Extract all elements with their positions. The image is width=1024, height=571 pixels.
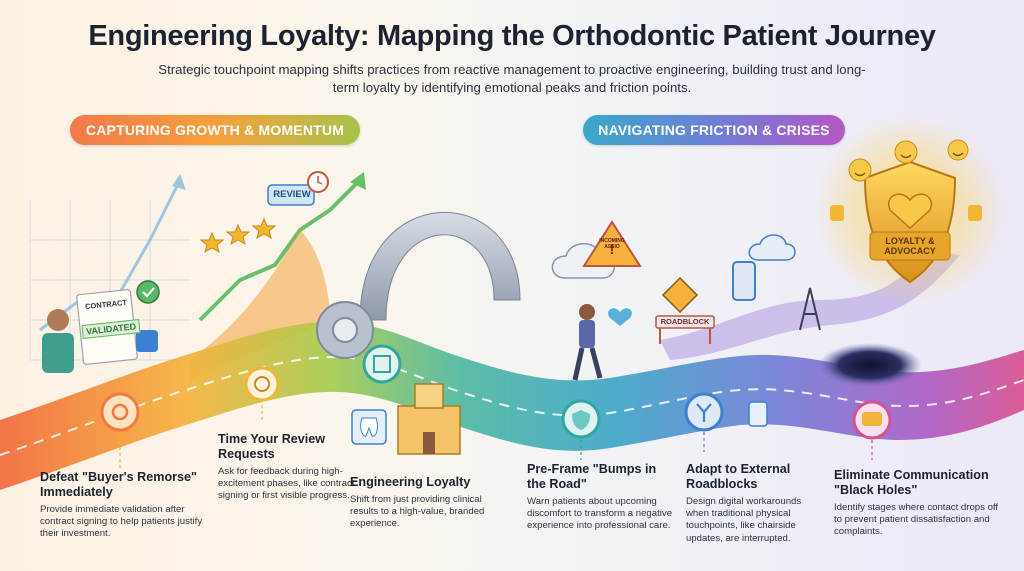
growth-ribbon <box>190 230 330 380</box>
stage-heading: Eliminate Communication "Black Holes" <box>834 468 989 497</box>
roadblock-icon <box>655 315 715 344</box>
cloud-sync-icon <box>748 234 796 261</box>
stage-review-requests: Time Your Review Requests Ask for feedba… <box>218 432 358 503</box>
journey-road <box>0 321 1024 490</box>
thumbs-up-icon <box>830 205 982 221</box>
rating-stars-icon <box>199 217 277 254</box>
person-with-contract-icon <box>42 309 74 373</box>
stage-marker-3 <box>362 344 402 384</box>
warning-label: INCOMING ASSIO <box>599 238 625 250</box>
warning-sign-icon <box>582 220 642 267</box>
shield-label: LOYALTY & ADVOCACY <box>884 236 936 256</box>
stage-buyers-remorse: Defeat "Buyer's Remorse" Immediately Pro… <box>40 470 210 541</box>
person-walking-icon <box>572 304 603 381</box>
roadblock-label: ROADBLOCK <box>660 317 710 326</box>
bridge-arch <box>359 211 521 321</box>
stage-marker-6 <box>852 400 892 460</box>
stage-pre-frame: Pre-Frame "Bumps in the Road" Warn patie… <box>527 462 677 533</box>
section-label-friction: NAVIGATING FRICTION & CRISES <box>583 115 845 145</box>
stage-heading: Adapt to External Roadblocks <box>686 462 791 491</box>
road-to-shield <box>660 250 960 360</box>
gear-icon-large <box>316 301 374 359</box>
happy-face-icon <box>848 139 969 182</box>
stage-body: Warn patients about upcoming discomfort … <box>527 496 673 532</box>
page-subtitle: Strategic touchpoint mapping shifts prac… <box>158 62 866 95</box>
page-title: Engineering Loyalty: Mapping the Orthodo… <box>88 20 936 52</box>
stage-heading: Engineering Loyalty <box>350 475 471 489</box>
stage-marker-4 <box>561 399 601 460</box>
stage-heading: Pre-Frame "Bumps in the Road" <box>527 462 657 491</box>
black-hole-icon <box>818 343 922 387</box>
detour-sign-icon <box>661 276 699 314</box>
check-badge-icon <box>136 280 160 304</box>
stage-marker-5 <box>684 392 724 452</box>
stage-engineering-loyalty: Engineering Loyalty Shift from just prov… <box>350 475 500 531</box>
stage-body: Design digital workarounds when traditio… <box>686 496 802 544</box>
review-label: REVIEW <box>273 189 311 200</box>
stage-body: Shift from just providing clinical resul… <box>350 494 485 530</box>
signal-tower-icon <box>799 287 821 331</box>
stage-marker-1 <box>100 392 140 468</box>
phone-icon <box>732 261 756 301</box>
tablet-icon <box>748 401 768 427</box>
thumbs-up-badge-icon <box>136 330 158 352</box>
heart-icon <box>608 308 632 326</box>
stage-external-roadblocks: Adapt to External Roadblocks Design digi… <box>686 462 826 545</box>
stage-heading: Time Your Review Requests <box>218 432 326 461</box>
stage-heading: Defeat "Buyer's Remorse" Immediately <box>40 470 198 499</box>
stage-communication-black-holes: Eliminate Communication "Black Holes" Id… <box>834 468 1004 539</box>
stage-body: Ask for feedback during high-excitement … <box>218 466 355 502</box>
growth-arrow-front <box>198 178 362 322</box>
castle-icon <box>397 383 461 455</box>
loyalty-shield-icon <box>863 160 957 284</box>
stage-marker-2 <box>244 366 280 422</box>
svg-text:!: ! <box>610 241 615 257</box>
section-label-growth: CAPTURING GROWTH & MOMENTUM <box>70 115 360 145</box>
stage-body: Identify stages where contact drops off … <box>834 502 999 538</box>
stage-body: Provide immediate validation after contr… <box>40 504 203 540</box>
